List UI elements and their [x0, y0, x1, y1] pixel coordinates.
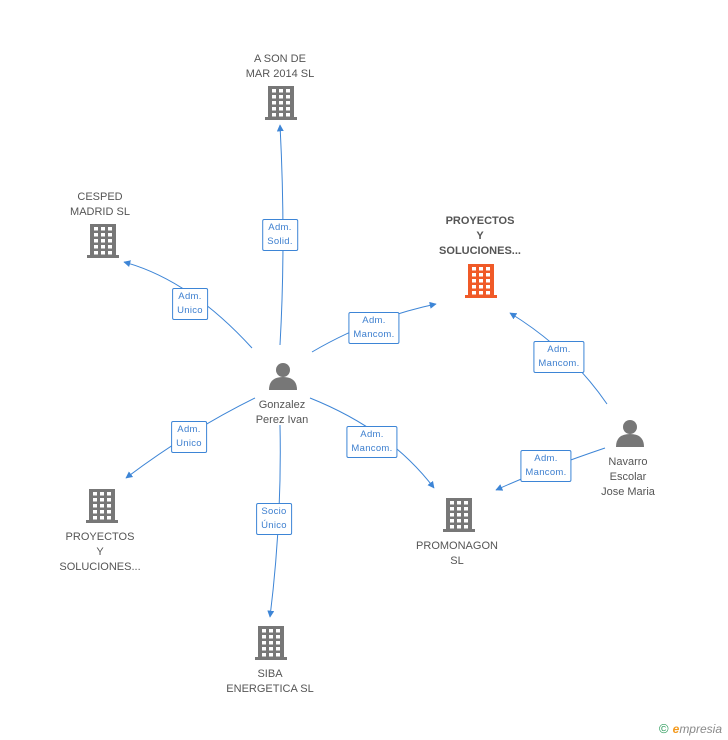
node-label-promonagon[interactable]: PROMONAGON SL — [416, 540, 498, 567]
edge-label[interactable]: Adm. Solid. — [262, 219, 298, 251]
building-icon[interactable] — [87, 224, 119, 258]
edge-label[interactable]: Adm. Unico — [172, 288, 208, 320]
edge-label[interactable]: Adm. Mancom. — [520, 450, 572, 482]
building-icon[interactable] — [265, 86, 297, 120]
edge-label[interactable]: Adm. Unico — [171, 421, 207, 453]
building-icon[interactable] — [465, 264, 497, 298]
person-icon[interactable] — [616, 420, 644, 447]
edge-label[interactable]: Socio Único — [256, 503, 292, 535]
edge-label[interactable]: Adm. Mancom. — [348, 312, 400, 344]
node-label-siba[interactable]: SIBA ENERGETICA SL — [226, 668, 314, 695]
edge-label[interactable]: Adm. Mancom. — [533, 341, 585, 373]
edge-label[interactable]: Adm. Mancom. — [346, 426, 398, 458]
building-icon[interactable] — [443, 498, 475, 532]
node-label-proyectos2[interactable]: PROYECTOS Y SOLUCIONES... — [59, 531, 141, 573]
building-icon[interactable] — [255, 626, 287, 660]
empresia-logo: empresia — [672, 721, 722, 736]
footer-brand: © empresia — [659, 721, 722, 736]
person-icon[interactable] — [269, 363, 297, 390]
node-label-ason[interactable]: A SON DE MAR 2014 SL — [245, 53, 315, 80]
node-label-proyectos_hl[interactable]: PROYECTOS Y SOLUCIONES... — [439, 215, 521, 257]
copyright-icon: © — [659, 721, 669, 736]
building-icon[interactable] — [86, 489, 118, 523]
node-label-gonzalez[interactable]: Gonzalez Perez Ivan — [255, 399, 309, 426]
node-label-cesped[interactable]: CESPED MADRID SL — [70, 191, 130, 218]
node-label-navarro[interactable]: Navarro Escolar Jose Maria — [601, 456, 655, 498]
